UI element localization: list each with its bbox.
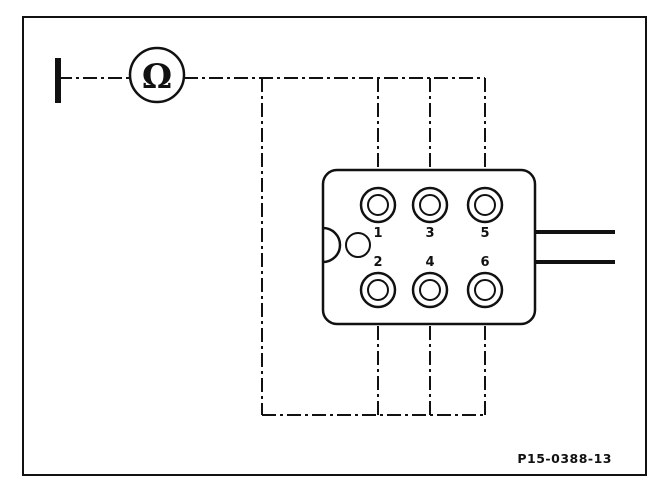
pin-label: 2 [373, 255, 382, 270]
diagram-frame [22, 16, 647, 476]
pin-label: 3 [425, 226, 434, 241]
connector-pins: 1 3 5 2 4 6 [359, 186, 504, 309]
pin-1[interactable]: 1 [359, 186, 397, 241]
pin-4[interactable]: 4 [411, 255, 449, 309]
ohmmeter: Ω [128, 46, 186, 104]
connector-cable [535, 230, 615, 264]
pin-label: 4 [425, 255, 434, 270]
pin-label: 5 [480, 226, 489, 241]
pin-label: 6 [480, 255, 489, 270]
ground-terminal [55, 58, 130, 103]
figure-reference-code: P15-0388-13 [517, 451, 612, 466]
pin-3[interactable]: 3 [411, 186, 449, 241]
pin-2[interactable]: 2 [359, 255, 397, 309]
pin-label: 1 [373, 226, 382, 241]
pin-5[interactable]: 5 [466, 186, 504, 241]
ohmmeter-icon [128, 46, 186, 104]
connector-key-hole [345, 232, 371, 258]
pin-6[interactable]: 6 [466, 255, 504, 309]
ohmmeter-symbol: Ω [142, 57, 172, 97]
connector-latch [322, 226, 342, 264]
